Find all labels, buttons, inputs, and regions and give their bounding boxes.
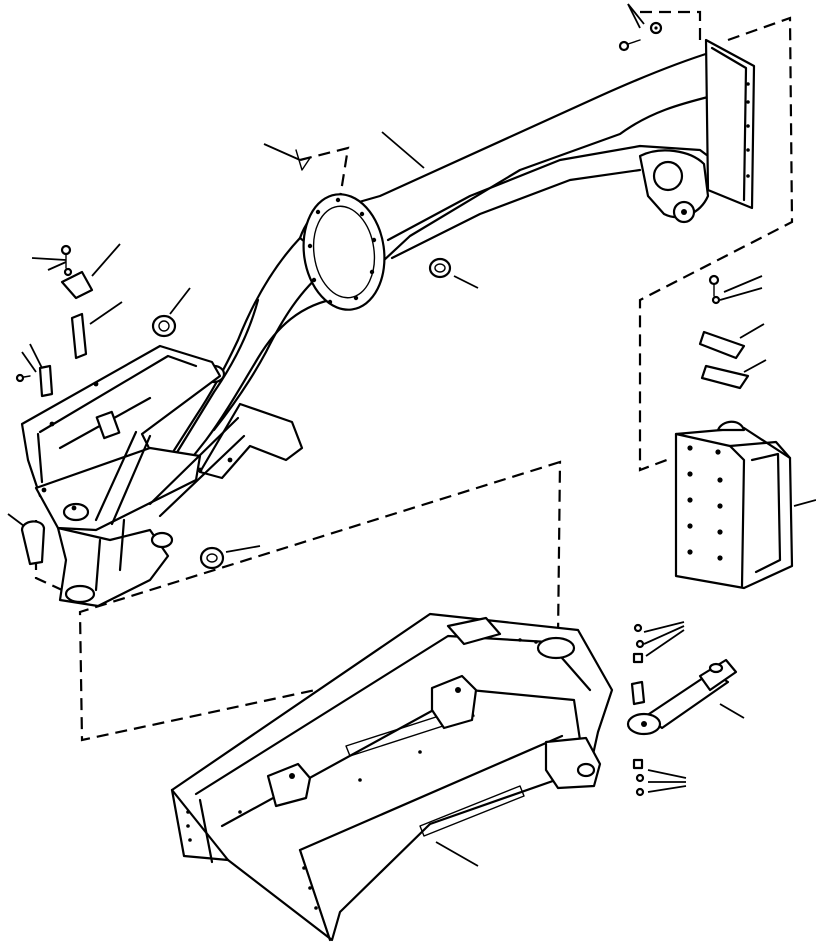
pin [20,520,46,566]
pin [630,680,646,706]
retainer-plate [700,364,750,390]
bushing [151,314,177,338]
bushing [428,257,452,279]
bushing [199,546,225,570]
outer-frame-tub [170,612,614,942]
pin [70,312,88,360]
cotter-pin [295,149,311,171]
stabilizer-housing [674,420,794,590]
callout-leaders [7,3,816,867]
main-boom [148,38,756,500]
swing-frame [20,344,304,608]
pin [38,364,54,398]
hydraulic-cylinder [626,658,738,736]
hardware [15,21,750,797]
retainer-plate [60,270,94,300]
retainer-plate [698,330,746,360]
